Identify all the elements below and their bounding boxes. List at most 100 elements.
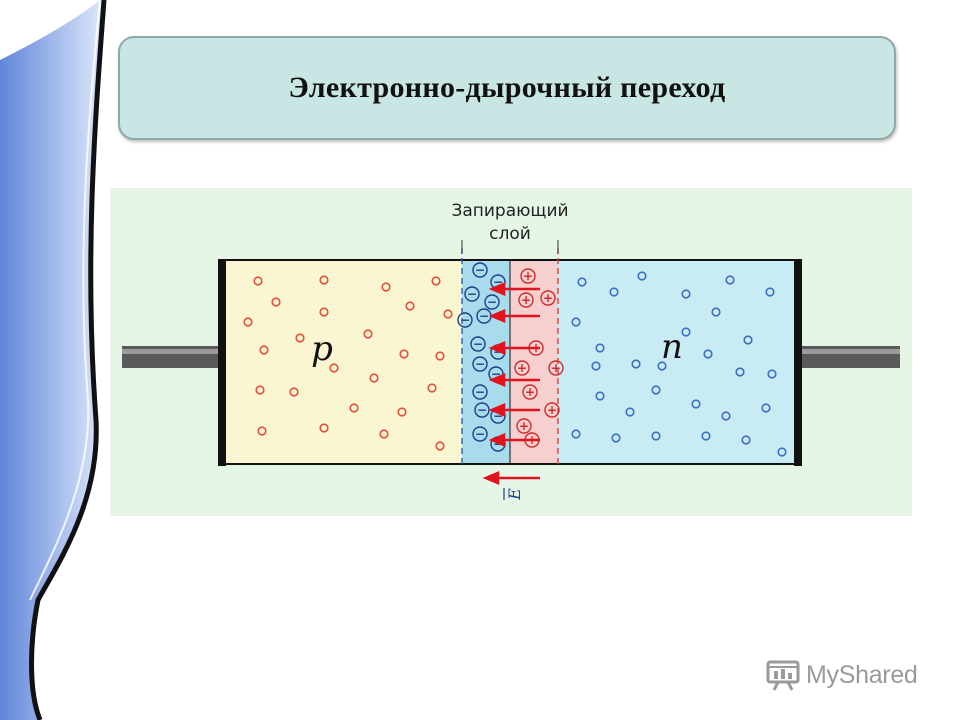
negative-ion-sign: − [477, 403, 487, 417]
hole [399, 349, 409, 359]
hole [369, 373, 379, 383]
slide-title: Электронно-дырочный переход [288, 71, 726, 104]
electron [741, 435, 751, 445]
positive-ion-sign: + [551, 361, 561, 375]
negative-ion [472, 356, 488, 372]
title-box: Электронно-дырочный переход [118, 36, 896, 140]
positive-ion-sign: + [543, 291, 553, 305]
hole [319, 307, 329, 317]
positive-ions-group [514, 268, 564, 448]
electron [681, 327, 691, 337]
pn-junction-diagram: Запирающий слой p n [110, 188, 912, 516]
p-region-label: p [311, 329, 333, 369]
electron [735, 367, 745, 377]
slide-decoration [0, 0, 107, 720]
hole [319, 423, 329, 433]
electron [651, 431, 661, 441]
left-black-curve [29, 0, 107, 720]
negative-ion [457, 312, 473, 328]
watermark-text: MyShared [806, 660, 918, 689]
hole [349, 403, 359, 413]
left-electrode [218, 259, 226, 466]
hole [295, 333, 305, 343]
electron [767, 369, 777, 379]
hole [271, 297, 281, 307]
hole [397, 407, 407, 417]
electron [637, 271, 647, 281]
positive-ion [520, 268, 536, 284]
positive-ion-sign: + [523, 269, 533, 283]
electron [609, 287, 619, 297]
negative-ion-sign: − [479, 309, 489, 323]
positive-ion [518, 292, 534, 308]
watermark: MyShared [766, 655, 918, 695]
hole [255, 385, 265, 395]
electron [625, 407, 635, 417]
electron [611, 433, 621, 443]
negative-ion [472, 426, 488, 442]
hole [257, 426, 267, 436]
electron [691, 399, 701, 409]
positive-ion [548, 360, 564, 376]
electron [761, 403, 771, 413]
hole [243, 317, 253, 327]
negative-ion-sign: − [475, 427, 485, 441]
negative-ion-sign: − [475, 263, 485, 277]
electrons-group [571, 271, 787, 457]
electron [591, 361, 601, 371]
electron [743, 335, 753, 345]
electron [657, 361, 667, 371]
hole [427, 383, 437, 393]
electron [725, 275, 735, 285]
n-region-label: n [661, 327, 683, 367]
negative-ion-sign: − [473, 337, 483, 351]
hole [379, 429, 389, 439]
electron [595, 391, 605, 401]
hole [289, 387, 299, 397]
electron [595, 343, 605, 353]
negative-ion [464, 286, 480, 302]
hole [363, 329, 373, 339]
electron [651, 385, 661, 395]
electron [631, 359, 641, 369]
electron [777, 447, 787, 457]
positive-ion [514, 360, 530, 376]
positive-ion-sign: + [521, 293, 531, 307]
negative-ion-sign: − [491, 367, 501, 381]
positive-ion [540, 290, 556, 306]
negative-ion-sign: − [493, 275, 503, 289]
electron [711, 307, 721, 317]
positive-ion-sign: + [519, 419, 529, 433]
hole [443, 309, 453, 319]
negative-ion-sign: − [467, 287, 477, 301]
negative-ion [470, 336, 486, 352]
negative-ion-sign: − [493, 437, 503, 451]
barrier-label-line2: слой [489, 224, 531, 244]
negative-ion-sign: − [487, 295, 497, 309]
negative-ion [484, 294, 500, 310]
electron [681, 289, 691, 299]
positive-ion [544, 402, 560, 418]
negative-ion-sign: − [493, 409, 503, 423]
hole [381, 282, 391, 292]
negative-ion-sign: − [493, 345, 503, 359]
negative-ion [472, 262, 488, 278]
positive-ion-sign: + [547, 403, 557, 417]
hole [405, 301, 415, 311]
electron [721, 411, 731, 421]
electron [701, 431, 711, 441]
left-blue-wave [0, 0, 104, 720]
barrier-label-line1: Запирающий [451, 201, 568, 221]
negative-ion-signs: −− −− −− −− −− −− −− − [460, 263, 503, 451]
holes-group [243, 275, 453, 451]
presentation-icon [766, 660, 800, 691]
negative-ion-sign: − [475, 385, 485, 399]
right-electrode [794, 259, 802, 466]
hole [329, 363, 339, 373]
electron [703, 349, 713, 359]
negative-ion [472, 384, 488, 400]
electron [577, 277, 587, 287]
hole [319, 275, 329, 285]
hole [435, 351, 445, 361]
positive-ion [522, 384, 538, 400]
